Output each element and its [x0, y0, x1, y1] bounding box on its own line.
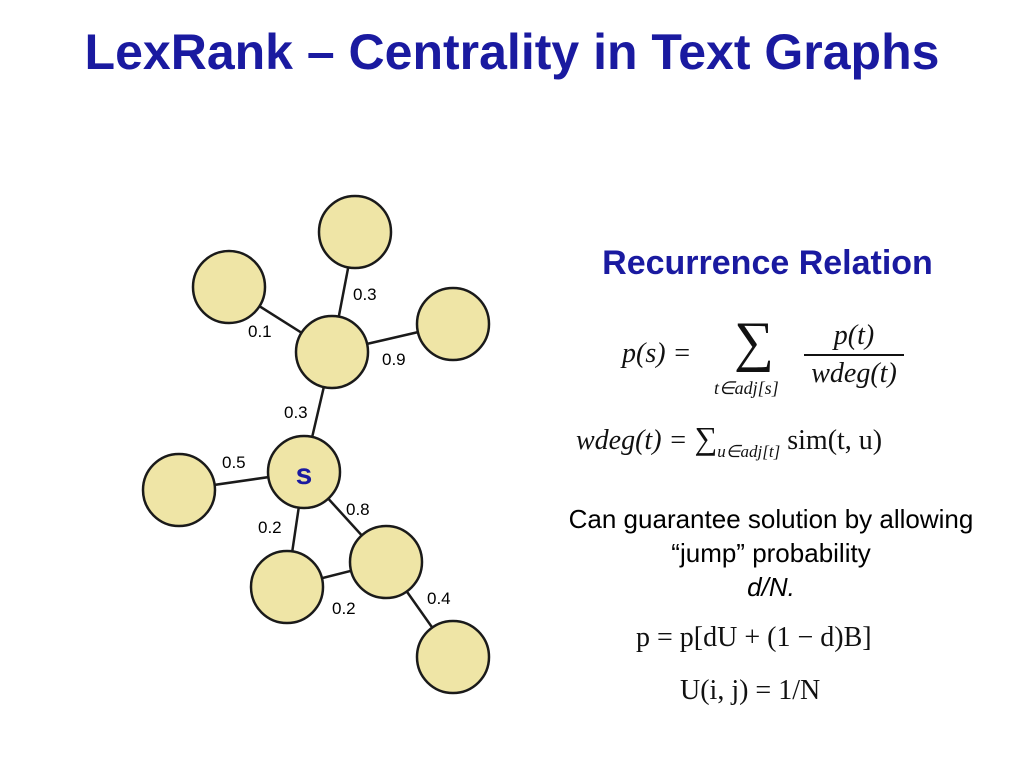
weighted-degree-equation: wdeg(t) = ∑u∈adj[t] sim(t, u) — [576, 420, 883, 461]
edge-weight-label: 0.5 — [222, 453, 246, 472]
edge-weight-label: 0.3 — [353, 285, 377, 304]
edge-weight-label: 0.3 — [284, 403, 308, 422]
jump-probability-note: Can guarantee solution by allowing “jump… — [555, 502, 987, 604]
slide-title: LexRank – Centrality in Text Graphs — [84, 24, 940, 80]
eq2-sum-index: u∈adj[t] — [717, 442, 781, 461]
graph-node — [191, 249, 267, 325]
graph-node — [415, 286, 491, 362]
eq1-lhs: p(s) = — [622, 338, 692, 369]
node-label-s: s — [296, 458, 313, 491]
eq2-lhs: wdeg(t) = — [576, 425, 688, 456]
edge-weight-label: 0.2 — [258, 518, 282, 537]
edge-weight-label: 0.2 — [332, 599, 356, 618]
note-text: Can guarantee solution by allowing “jump… — [568, 504, 974, 568]
text-graph-diagram: s 0.3 0.1 0.9 0.3 0.5 0.8 0.2 0.2 0.4 — [141, 194, 491, 695]
summation-symbol: ∑ — [694, 420, 718, 456]
graph-node — [249, 549, 325, 625]
graph-node — [415, 619, 491, 695]
edge-weight-label: 0.9 — [382, 350, 406, 369]
edge-weight-label: 0.1 — [248, 322, 272, 341]
edge-weight-label: 0.8 — [346, 500, 370, 519]
uniform-matrix-equation: U(i, j) = 1/N — [680, 675, 821, 706]
eq1-sum-index: t∈adj[s] — [714, 378, 779, 398]
note-variable: d/N. — [747, 572, 795, 602]
graph-node — [294, 314, 370, 390]
graph-node — [141, 452, 217, 528]
summation-symbol: ∑ — [734, 311, 774, 373]
graph-node-s — [266, 434, 342, 510]
edge-weight-label: 0.4 — [427, 589, 451, 608]
matrix-equation: p = p[dU + (1 − d)B] — [636, 622, 872, 653]
graph-node — [348, 524, 424, 600]
eq1-numerator: p(t) — [804, 320, 904, 356]
eq1-fraction: p(t) wdeg(t) — [804, 320, 904, 390]
recurrence-heading: Recurrence Relation — [602, 244, 933, 282]
graph-node — [317, 194, 393, 270]
eq1-denominator: wdeg(t) — [811, 358, 897, 389]
eq2-rhs: sim(t, u) — [787, 425, 883, 456]
